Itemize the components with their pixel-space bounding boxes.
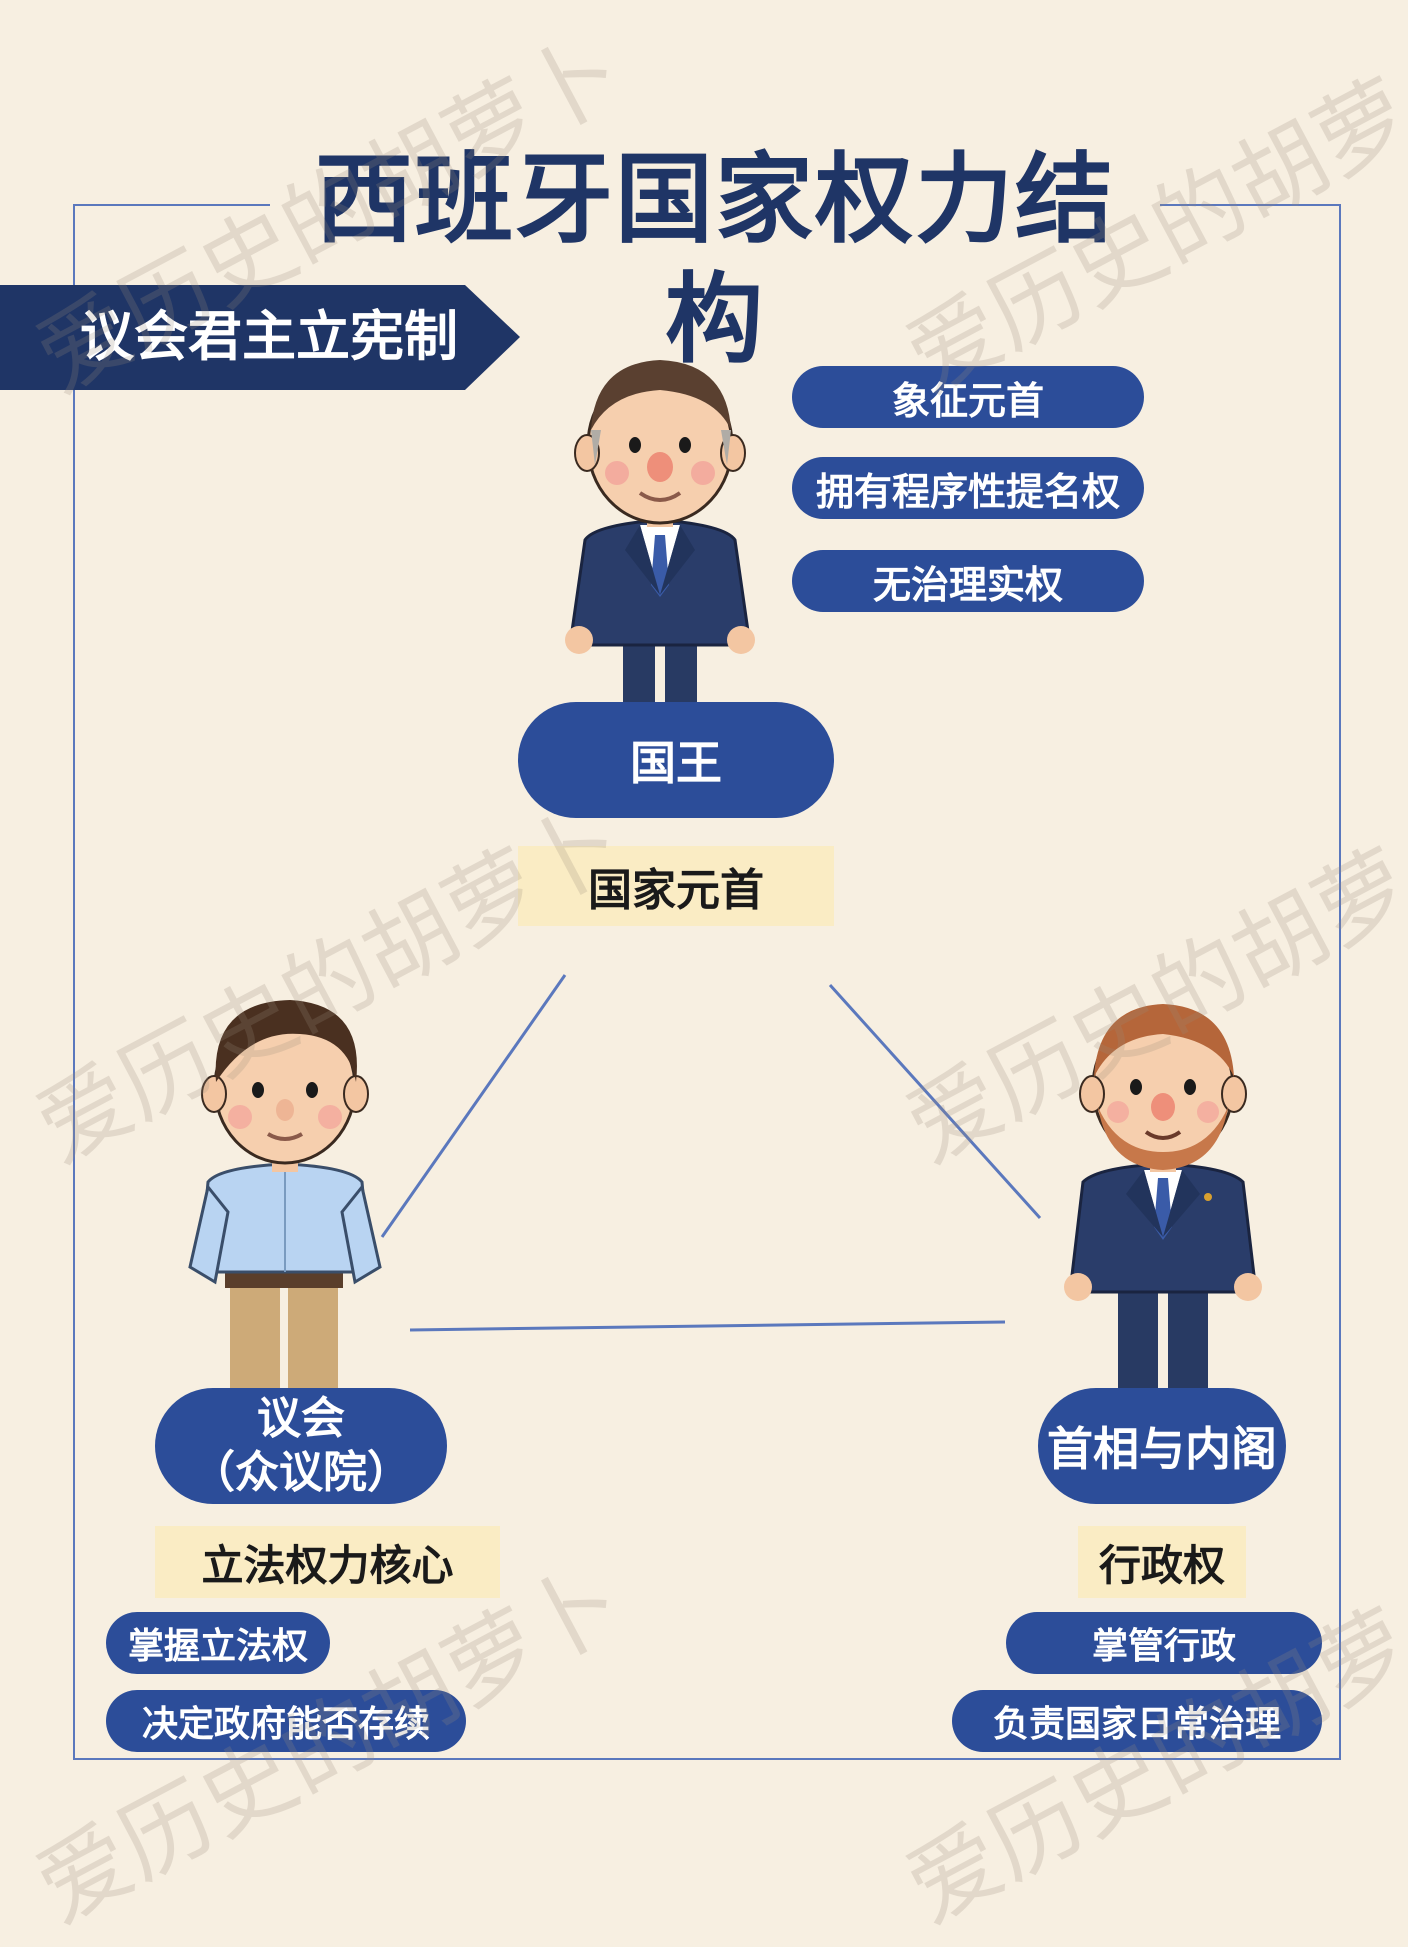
parliament-role-line2: （众议院） [191, 1447, 411, 1498]
parliament-tag: 立法权力核心 [155, 1526, 500, 1598]
line-king-parliament [380, 974, 567, 1238]
king-figure [565, 360, 755, 705]
cabinet-feature-1: 掌管行政 [1006, 1612, 1322, 1674]
parliament-feature-1-label: 掌握立法权 [127, 1626, 308, 1667]
king-feature-1-label: 象征元首 [891, 378, 1044, 423]
parliament-feature-2-label: 决定政府能否存续 [141, 1704, 430, 1745]
cabinet-feature-1-label: 掌管行政 [1091, 1626, 1236, 1667]
cabinet-role-label: 首相与内阁 [1047, 1422, 1277, 1476]
system-label: 议会君主立宪制 [80, 305, 458, 368]
parliament-figure [188, 1000, 382, 1392]
king-feature-3: 无治理实权 [792, 550, 1144, 612]
cabinet-feature-2-label: 负责国家日常治理 [992, 1704, 1281, 1745]
parliament-role-pill: 议会 （众议院） [155, 1388, 447, 1504]
cabinet-feature-2: 负责国家日常治理 [952, 1690, 1322, 1752]
cabinet-figure [1064, 1004, 1262, 1392]
king-tag: 国家元首 [518, 846, 834, 926]
parliament-role-line1: 议会 [257, 1393, 345, 1444]
connection-lines [380, 974, 1042, 1332]
parliament-feature-2: 决定政府能否存续 [106, 1690, 466, 1752]
page-title: 西班牙国家权力结构 [270, 140, 1160, 377]
king-feature-1: 象征元首 [792, 366, 1144, 428]
king-role-label: 国王 [630, 736, 722, 790]
system-banner [0, 285, 520, 390]
line-parliament-cabinet [409, 1320, 1006, 1332]
parliament-tag-label: 立法权力核心 [201, 1540, 454, 1590]
line-king-cabinet [828, 983, 1042, 1220]
king-feature-2-label: 拥有程序性提名权 [815, 469, 1120, 514]
king-tag-label: 国家元首 [588, 865, 764, 916]
cabinet-tag: 行政权 [1078, 1526, 1246, 1598]
king-feature-2: 拥有程序性提名权 [792, 457, 1144, 519]
king-feature-3-label: 无治理实权 [872, 562, 1063, 607]
parliament-feature-1: 掌握立法权 [106, 1612, 330, 1674]
king-role-pill: 国王 [518, 702, 834, 818]
cabinet-role-pill: 首相与内阁 [1038, 1388, 1286, 1504]
cabinet-tag-label: 行政权 [1098, 1540, 1225, 1590]
